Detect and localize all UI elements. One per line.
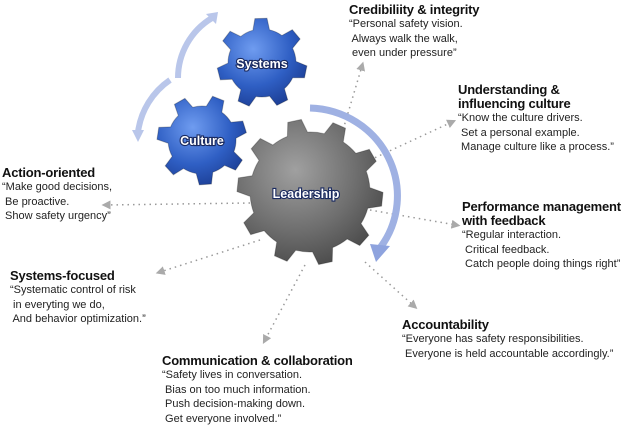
block-title: influencing culture — [458, 96, 571, 111]
leadership-cycle-arrow — [309, 104, 401, 251]
block-line: Catch people doing things right” — [462, 258, 621, 270]
cycle-arrow-top — [175, 15, 214, 79]
block-line: Always walk the walk, — [349, 32, 458, 45]
block-title: Credibiliity & integrity — [349, 2, 480, 17]
dotted-connector — [364, 261, 418, 310]
block-title: Accountability — [402, 317, 489, 332]
leadership-label: Leadership — [273, 187, 340, 201]
dotted-connector — [262, 264, 306, 344]
block-line: Bias on too much information. — [162, 383, 311, 396]
arrowhead-top — [206, 12, 218, 24]
block-line: Everyone is held accountable accordingly… — [402, 347, 614, 360]
block-line: “Safety lives in conversation. — [162, 369, 303, 381]
block-title: Communication & collaboration — [162, 353, 353, 368]
dotted-connector — [369, 119, 457, 161]
block-line: “Systematic control of risk — [10, 284, 136, 296]
block-line: “Personal safety vision. — [349, 18, 463, 30]
connector-lines — [101, 61, 461, 344]
culture-gear — [156, 95, 248, 186]
block-title: Understanding & — [458, 82, 560, 97]
dotted-connector — [339, 61, 366, 141]
block-line: “Regular interaction. — [462, 229, 562, 241]
systems-label: Systems — [236, 57, 287, 71]
cycle-arrow-left — [135, 77, 172, 133]
block-line: Be proactive. — [2, 195, 70, 208]
systems-gear — [216, 17, 308, 107]
culture-label: Culture — [180, 134, 224, 148]
block-line: Set a personal example. — [458, 126, 580, 139]
gear-body — [216, 17, 308, 107]
block-line: “Make good decisions, — [2, 181, 113, 193]
block-line: Critical feedback. — [462, 243, 550, 256]
block-communication: Communication & collaboration“Safety liv… — [162, 354, 353, 426]
block-action: Action-oriented“Make good decisions, Be … — [2, 166, 112, 224]
block-title: Systems-focused — [10, 268, 115, 283]
block-line: Manage culture like a process.” — [458, 141, 614, 153]
block-line: And behavior optimization.” — [10, 313, 146, 325]
block-line: even under pressure” — [349, 47, 457, 59]
block-credibility: Credibiliity & integrity“Personal safety… — [349, 3, 479, 61]
dotted-connector — [369, 209, 461, 229]
block-line: Get everyone involved.” — [162, 412, 282, 425]
arrowhead-leadership — [370, 244, 390, 262]
block-line: “Everyone has safety responsibilities. — [402, 333, 584, 345]
gear-body — [236, 118, 384, 266]
block-systems-focused: Systems-focused“Systematic control of ri… — [10, 269, 146, 327]
block-accountability: Accountability“Everyone has safety respo… — [402, 318, 613, 361]
block-title: Action-oriented — [2, 165, 96, 180]
leadership-gear — [236, 118, 384, 266]
arrowhead-left — [132, 130, 144, 142]
block-understanding: Understanding &influencing culture“Know … — [458, 83, 614, 155]
block-line: in everyting we do, — [10, 298, 105, 311]
block-title: Performance management — [462, 199, 621, 214]
block-line: Push decision-making down. — [162, 398, 306, 410]
block-line: Show safety urgency” — [2, 210, 111, 222]
gear-body — [156, 95, 248, 186]
dotted-connector — [155, 239, 261, 275]
block-line: “Know the culture drivers. — [458, 112, 583, 124]
block-title: with feedback — [462, 213, 546, 228]
dotted-connector — [101, 200, 251, 210]
